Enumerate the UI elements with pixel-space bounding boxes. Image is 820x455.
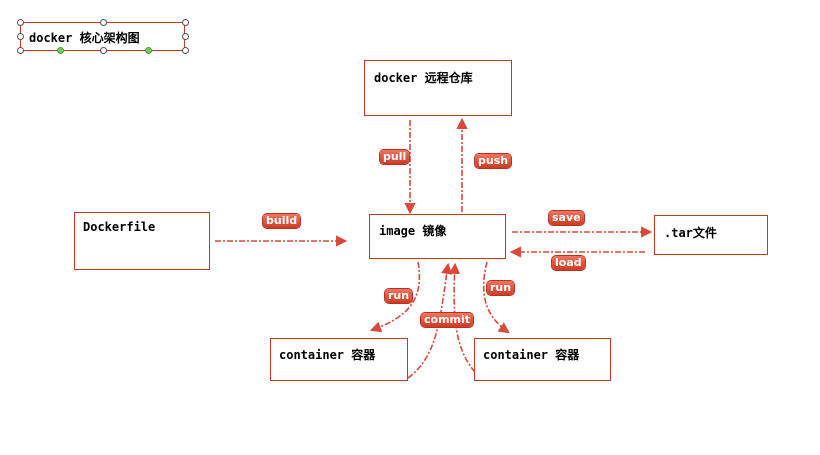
selection-handle[interactable]: [100, 47, 107, 54]
run-left-arrow: [369, 261, 421, 333]
pull-label: pull: [380, 150, 410, 164]
selection-handle[interactable]: [100, 19, 107, 26]
commit-label: commit: [421, 313, 474, 327]
run-left-label: run: [385, 289, 413, 303]
registry-node: docker 远程仓库: [364, 60, 512, 116]
tar-file-node: .tar文件: [654, 215, 768, 255]
build-label: build: [263, 214, 301, 228]
run-right-arrow: [482, 261, 510, 334]
selection-handle[interactable]: [182, 47, 189, 54]
load-label: load: [552, 256, 585, 270]
selection-handle[interactable]: [17, 47, 24, 54]
run-right-label: run: [487, 281, 515, 295]
container-right-node: container 容器: [474, 338, 611, 381]
push-label: push: [475, 154, 512, 168]
save-label: save: [549, 211, 584, 225]
commit-right-arrow: [448, 262, 476, 373]
selection-handle[interactable]: [17, 19, 24, 26]
selection-handle[interactable]: [182, 33, 189, 40]
selection-handle[interactable]: [17, 33, 24, 40]
container-left-node: container 容器: [270, 338, 408, 381]
dockerfile-node: Dockerfile: [74, 212, 210, 270]
connection-point-handle[interactable]: [57, 47, 64, 54]
connection-point-handle[interactable]: [145, 47, 152, 54]
image-node: image 镜像: [369, 214, 506, 259]
selection-handle[interactable]: [182, 19, 189, 26]
